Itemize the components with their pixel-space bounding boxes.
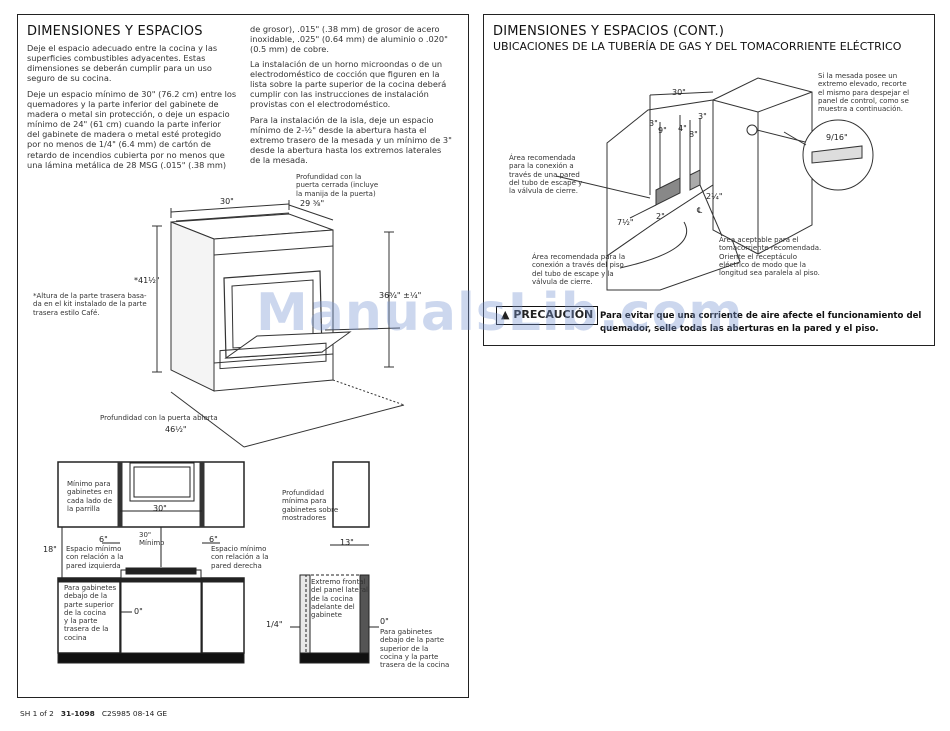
dim-9: 9" [658,126,667,135]
depth-closed-dimension: 29 ³⁄₈" [300,199,325,208]
raised-edge-note: Si la mesada posee un extremo elevado, r… [818,72,910,114]
left-title: DIMENSIONES Y ESPACIOS [27,24,203,39]
thickness-paragraph: de grosor), .015" (.38 mm) de grosor de … [250,24,448,55]
min-cabinet-label: Mínimo para gabinetes en cada lado de la… [67,480,113,513]
below-cabinet-label: Para gabinetes debajo de la parte superi… [64,584,117,642]
caution-badge: ▲ PRECAUCIÓN [496,306,599,325]
microwave-paragraph: La instalación de un horno microondas o … [250,59,447,110]
right-panel [483,14,935,346]
centerline-symbol: ℄ [697,206,703,215]
footer-sheet: SH 1 of 2 [20,709,54,718]
dim-3-left: 3" [649,119,658,128]
range-width-dimension: 30" [220,197,234,206]
range-height-dimension: *41½" [134,276,160,285]
left-panel [17,14,469,698]
adjustable-height-dimension: 36³⁄₄" ±¹⁄₄" [379,291,422,300]
dim-8: 8" [689,130,698,139]
footer: SH 1 of 2 31-1098 C2S985 08-14 GE [20,709,167,718]
dim-7-half: 7½" [617,218,634,227]
front-30-dimension: 30" [153,504,167,513]
left-clearance-label: Espacio mínimo con relación a la pared i… [66,545,124,570]
floor-area-note: Área recomendada para la conexión a trav… [532,253,626,286]
warning-icon: ▲ [501,308,510,321]
front-30-minimum: 30" Mínimo [139,531,165,548]
side-depth-label: Profundidad mínima para gabinetes sobre … [282,489,339,522]
caution-text: Para evitar que una corriente de aire af… [600,311,922,334]
dim-4: 4" [678,124,687,133]
clearance-paragraph: Deje un espacio mínimo de 30" (76.2 cm) … [27,89,237,170]
front-end-label: Extremo frontal del panel lateral de la … [311,578,368,620]
intro-paragraph: Deje el espacio adecuado entre la cocina… [27,43,218,84]
island-paragraph: Para la instalación de la isla, deje un … [250,115,452,166]
outlet-area-note: Área aceptable para el tomacorriente rec… [719,236,822,278]
side-0-dimension: 0" [380,617,389,626]
watermark: ManualsLib.com [256,283,744,343]
dim-2-quarter: 2¼" [706,192,723,201]
depth-open-label: Profundidad con la puerta abierta [100,414,218,422]
left-6-dimension: 6" [99,535,108,544]
footer-doc: 31-1098 [60,709,95,718]
dim-2: 2" [656,212,665,221]
footer-rest: C2S985 08-14 GE [101,709,168,718]
side-13-dimension: 13" [340,538,354,547]
right-clearance-label: Espacio mínimo con relación a la pared d… [211,545,269,570]
depth-open-dimension: 46¹⁄₂" [165,425,187,434]
caution-label: PRECAUCIÓN [513,308,594,321]
front-18-dimension: 18" [43,545,57,554]
dim-9-16: 9/16" [826,133,848,142]
side-below-cabinet-label: Para gabinetes debajo de la parte superi… [380,628,450,670]
side-quarter-dimension: 1/4" [266,620,283,629]
front-0-dimension: 0" [134,607,143,616]
right-title: DIMENSIONES Y ESPACIOS (CONT.) [493,24,725,39]
dim-3-right: 3" [698,112,707,121]
right-6-dimension: 6" [209,535,218,544]
depth-closed-label: Profundidad con la puerta cerrada (inclu… [296,173,379,198]
wall-area-note: Área recomendada para la conexión a trav… [509,154,583,196]
height-footnote: *Altura de la parte trasera basa- da en … [33,292,147,317]
right-subtitle: UBICACIONES DE LA TUBERÍA DE GAS Y DEL T… [493,40,902,53]
dim-30: 30" [672,88,686,97]
